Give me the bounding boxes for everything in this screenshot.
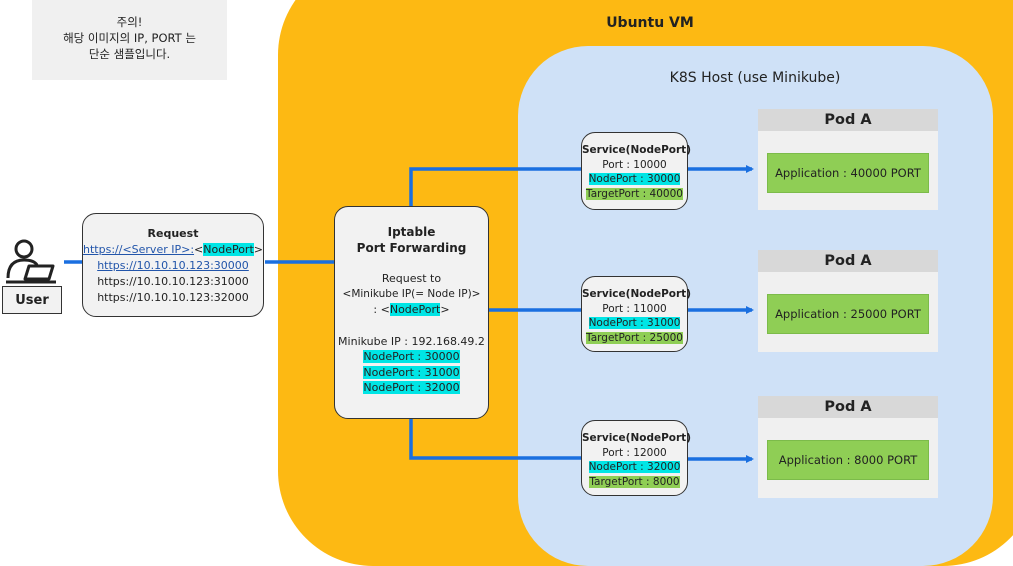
service-2-title: Service(NodePort): [582, 288, 691, 300]
request-url-template-nodeport: NodePort: [203, 243, 254, 256]
request-title: Request: [147, 227, 199, 240]
iptable-nodeport-1-text: NodePort : 30000: [363, 350, 460, 363]
pod-3-application: Application : 8000 PORT: [767, 440, 929, 480]
iptable-request-line-2: <Minikube IP(= Node IP)>: [342, 287, 481, 300]
service-box-2: Service(NodePort) Port : 11000 NodePort …: [581, 276, 691, 352]
service-1-targetport: TargetPort : 40000: [586, 187, 683, 200]
note-line-3: 단순 샘플입니다.: [88, 47, 171, 61]
request-box: Request https://<Server IP>:<NodePort> h…: [82, 213, 264, 317]
iptable-title-2: Port Forwarding: [356, 240, 467, 255]
request-url-template-lt: <: [194, 243, 204, 256]
iptable-to-service1-line: [409, 167, 581, 206]
service-3-title: Service(NodePort): [582, 432, 691, 444]
pod-box-1: Pod A Application : 40000 PORT: [758, 109, 938, 210]
disclaimer-note: 주의! 해당 이미지의 IP, PORT 는 단순 샘플입니다.: [32, 0, 227, 80]
service-2-nodeport: NodePort : 31000: [588, 317, 681, 329]
request-url-template-gt: >: [253, 243, 263, 256]
service-1-title: Service(NodePort): [582, 144, 691, 156]
service-1-port: Port : 10000: [602, 158, 667, 171]
ubuntu-vm-title: Ubuntu VM: [606, 15, 694, 31]
minikube-ip-label: Minikube IP : 192.168.49.2: [338, 334, 485, 348]
request-url-1[interactable]: https://10.10.10.123:30000: [97, 259, 249, 272]
iptable-nodeport-3-text: NodePort : 32000: [363, 381, 460, 394]
k8s-host-title: K8S Host (use Minikube): [669, 70, 841, 86]
iptable-title-1: Iptable: [387, 225, 436, 239]
pod-1-title: Pod A: [758, 109, 938, 131]
service-3-targetport: TargetPort : 8000: [589, 475, 680, 488]
iptable-nodeport-3: NodePort : 32000: [335, 380, 488, 396]
pod-box-3: Pod A Application : 8000 PORT: [758, 396, 938, 498]
service-box-3: Service(NodePort) Port : 12000 NodePort …: [581, 420, 691, 496]
request-url-2: https://10.10.10.123:31000: [97, 275, 249, 288]
pod-box-2: Pod A Application : 25000 PORT: [758, 250, 938, 352]
request-url-template: https://<Server IP>:<NodePort>: [83, 242, 263, 258]
iptable-request-line-3: : <NodePort>: [335, 302, 488, 318]
person-laptop-icon: [6, 239, 56, 284]
request-url-3: https://10.10.10.123:32000: [97, 291, 249, 304]
iptable-to-service3-line: [409, 419, 581, 460]
user-label: User: [2, 286, 62, 314]
pod-2-application: Application : 25000 PORT: [767, 294, 929, 334]
pod-1-application: Application : 40000 PORT: [767, 153, 929, 193]
iptable-nodeport-2-text: NodePort : 31000: [363, 365, 460, 379]
service-2-port: Port : 11000: [602, 302, 667, 315]
service-3-port: Port : 12000: [602, 446, 667, 459]
iptable-req3-prefix: : <: [373, 303, 390, 316]
iptable-req3-nodeport: NodePort: [389, 303, 441, 316]
service-box-1: Service(NodePort) Port : 10000 NodePort …: [581, 132, 691, 210]
note-line-1: 주의!: [116, 15, 143, 29]
pod-2-title: Pod A: [758, 250, 938, 272]
iptable-req3-suffix: >: [440, 303, 450, 316]
service-3-nodeport: NodePort : 32000: [588, 461, 681, 473]
iptable-nodeport-2: NodePort : 31000: [335, 365, 488, 381]
service-1-nodeport: NodePort : 30000: [588, 173, 681, 185]
iptable-request-line-1: Request to: [381, 272, 442, 285]
iptable-nodeport-1: NodePort : 30000: [335, 349, 488, 365]
iptable-box: Iptable Port Forwarding Request to <Mini…: [334, 206, 489, 419]
note-line-2: 해당 이미지의 IP, PORT 는: [63, 31, 196, 45]
service-2-targetport: TargetPort : 25000: [586, 331, 683, 344]
pod-3-title: Pod A: [758, 396, 938, 418]
request-url-template-prefix[interactable]: https://<Server IP>:: [83, 243, 195, 256]
